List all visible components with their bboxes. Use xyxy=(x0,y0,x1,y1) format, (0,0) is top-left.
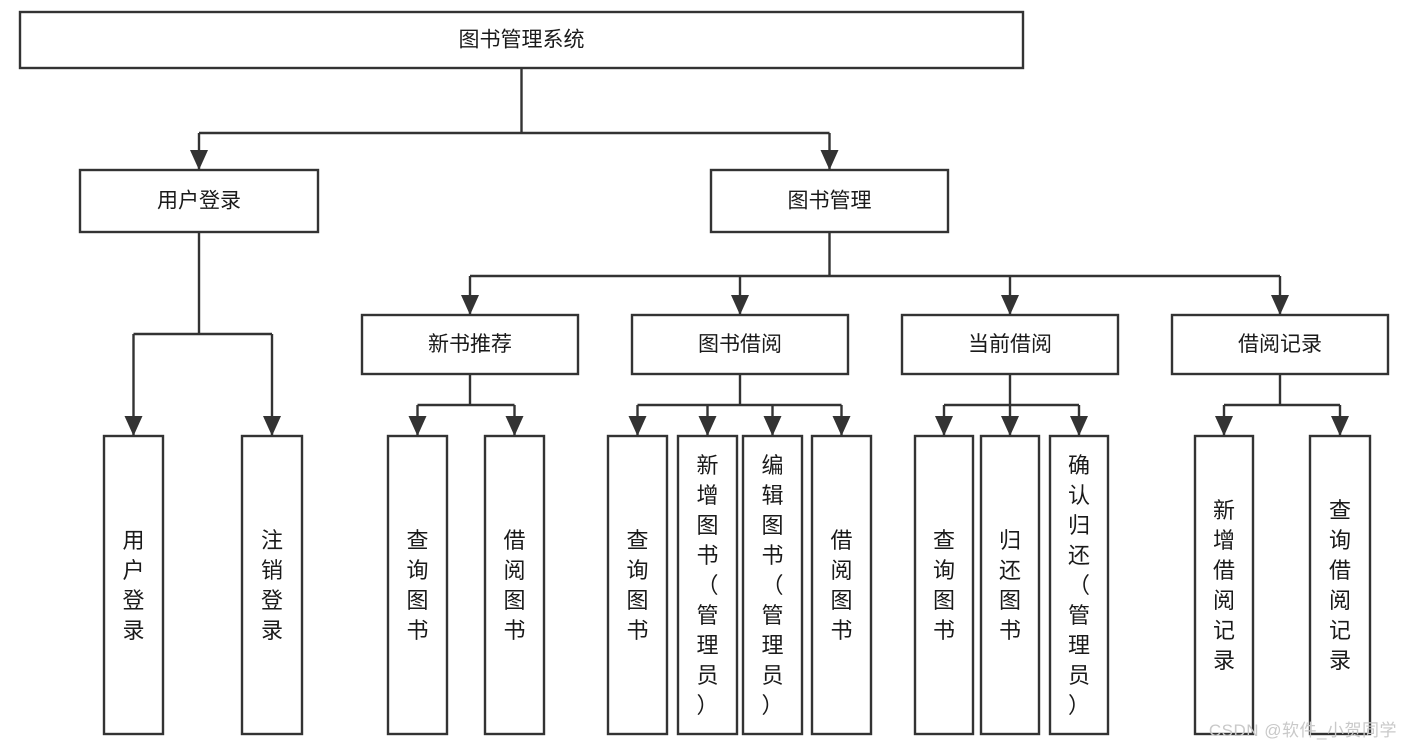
leaf-current-0[interactable]: 查询图书 xyxy=(913,434,975,736)
node-current-rect xyxy=(900,313,1120,376)
leaf-borrow-1-label: 新增图书（管理员） xyxy=(696,453,718,718)
node-login[interactable]: 用户登录 xyxy=(78,168,320,234)
arrow-head-icon xyxy=(408,416,427,436)
leaf-login-1-label: 注销登录 xyxy=(261,528,283,643)
leaf-record-1-rect xyxy=(1308,434,1372,736)
leaf-borrow-2-label: 编辑图书（管理员） xyxy=(761,453,783,718)
leaf-borrow-0[interactable]: 查询图书 xyxy=(606,434,669,736)
node-borrow-rect xyxy=(630,313,850,376)
arrow-head-icon xyxy=(1001,295,1019,315)
leaf-newbook-1[interactable]: 借阅图书 xyxy=(483,434,546,736)
node-bookmgmt-rect xyxy=(709,168,950,234)
node-root-rect xyxy=(18,10,1025,70)
leaf-borrow-0-label: 查询图书 xyxy=(626,528,648,643)
node-record-label: 借阅记录 xyxy=(1238,333,1322,356)
arrow-head-icon xyxy=(1215,416,1233,436)
arrow-head-icon xyxy=(1271,295,1289,315)
arrow-head-icon xyxy=(190,150,208,170)
leaf-login-1[interactable]: 注销登录 xyxy=(240,434,304,736)
arrow-head-icon xyxy=(763,416,782,436)
leaf-newbook-0-rect xyxy=(386,434,449,736)
node-login-label: 用户登录 xyxy=(157,190,241,213)
node-root-label: 图书管理系统 xyxy=(459,29,585,52)
arrow-head-icon xyxy=(1001,416,1019,436)
node-borrow[interactable]: 图书借阅 xyxy=(630,313,850,376)
arrow-head-icon xyxy=(935,416,953,436)
leaf-newbook-1-label: 借阅图书 xyxy=(503,528,525,643)
leaf-current-0-label: 查询图书 xyxy=(933,528,955,643)
leaf-record-0[interactable]: 新增借阅记录 xyxy=(1193,434,1255,736)
leaf-login-0-label: 用户登录 xyxy=(122,528,144,643)
leaf-borrow-1[interactable]: 新增图书（管理员） xyxy=(676,434,739,736)
leaf-current-1[interactable]: 归还图书 xyxy=(979,434,1041,736)
arrow-head-icon xyxy=(505,416,524,436)
arrow-head-icon xyxy=(731,295,749,315)
arrow-head-icon xyxy=(1331,416,1349,436)
leaf-record-0-rect xyxy=(1193,434,1255,736)
node-record[interactable]: 借阅记录 xyxy=(1170,313,1390,376)
arrow-head-icon xyxy=(820,150,839,170)
leaf-current-2-rect xyxy=(1048,434,1110,736)
leaf-newbook-1-rect xyxy=(483,434,546,736)
node-current-label: 当前借阅 xyxy=(968,333,1052,356)
leaf-current-2-label: 确认归还（管理员） xyxy=(1068,453,1090,718)
node-newbook[interactable]: 新书推荐 xyxy=(360,313,580,376)
arrow-head-icon xyxy=(124,416,143,436)
leaf-current-0-rect xyxy=(913,434,975,736)
arrow-head-icon xyxy=(263,416,281,436)
node-borrow-label: 图书借阅 xyxy=(698,333,782,356)
arrow-head-icon xyxy=(1070,416,1088,436)
arrow-head-icon xyxy=(461,295,479,315)
node-login-rect xyxy=(78,168,320,234)
csdn-watermark: CSDN @软件_小贺同学 xyxy=(1208,721,1397,740)
leaf-borrow-0-rect xyxy=(606,434,669,736)
leaf-login-1-rect xyxy=(240,434,304,736)
node-newbook-rect xyxy=(360,313,580,376)
node-record-rect xyxy=(1170,313,1390,376)
connectors-layer xyxy=(124,68,1349,436)
leaf-record-0-label: 新增借阅记录 xyxy=(1213,498,1235,673)
leaf-borrow-3-label: 借阅图书 xyxy=(830,528,852,643)
arrow-head-icon xyxy=(698,416,717,436)
leaf-record-1-label: 查询借阅记录 xyxy=(1329,498,1351,673)
leaf-record-1[interactable]: 查询借阅记录 xyxy=(1308,434,1372,736)
arrow-head-icon xyxy=(628,416,647,436)
leaf-current-1-rect xyxy=(979,434,1041,736)
node-bookmgmt-label: 图书管理 xyxy=(788,190,872,213)
leaf-current-1-label: 归还图书 xyxy=(999,528,1021,643)
leaf-borrow-1-rect xyxy=(676,434,739,736)
node-root[interactable]: 图书管理系统 xyxy=(18,10,1025,70)
node-current[interactable]: 当前借阅 xyxy=(900,313,1120,376)
leaf-borrow-3[interactable]: 借阅图书 xyxy=(810,434,873,736)
arrow-head-icon xyxy=(832,416,851,436)
leaf-borrow-2[interactable]: 编辑图书（管理员） xyxy=(741,434,804,736)
leaf-login-0[interactable]: 用户登录 xyxy=(102,434,165,736)
node-bookmgmt[interactable]: 图书管理 xyxy=(709,168,950,234)
leaf-borrow-3-rect xyxy=(810,434,873,736)
leaf-current-2[interactable]: 确认归还（管理员） xyxy=(1048,434,1110,736)
nodes-layer: 图书管理系统用户登录图书管理新书推荐图书借阅当前借阅借阅记录用户登录注销登录查询… xyxy=(18,10,1390,736)
leaf-borrow-2-rect xyxy=(741,434,804,736)
leaf-newbook-0-label: 查询图书 xyxy=(406,528,428,643)
leaf-newbook-0[interactable]: 查询图书 xyxy=(386,434,449,736)
node-newbook-label: 新书推荐 xyxy=(428,333,512,356)
leaf-login-0-rect xyxy=(102,434,165,736)
